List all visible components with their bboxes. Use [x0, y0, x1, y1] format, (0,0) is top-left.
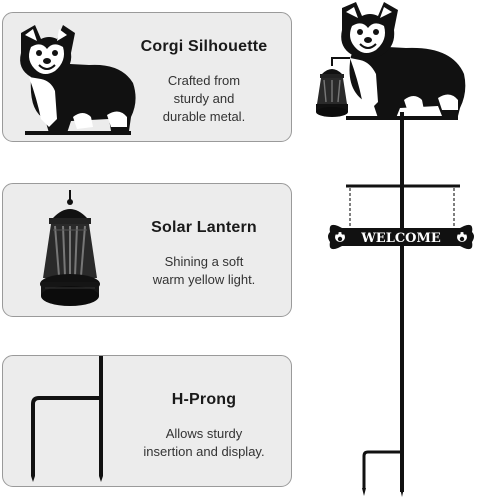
description-line: sturdy and — [173, 91, 235, 106]
description-line: Shining a soft — [164, 254, 244, 269]
h-prong-icon — [25, 356, 115, 482]
feature-title: H-Prong — [171, 391, 237, 408]
product-illustration: WELCOME — [310, 0, 477, 500]
feature-card-prong: H-Prong Allows sturdy insertion and disp… — [2, 355, 292, 487]
description-line: insertion and display. — [143, 444, 265, 459]
description-line: warm yellow light. — [152, 272, 256, 287]
hanging-lantern — [316, 69, 348, 117]
feature-description: Shining a soft warm yellow light. — [123, 253, 285, 289]
feature-text: H-Prong Allows sturdy insertion and disp… — [123, 391, 285, 461]
feature-title: Solar Lantern — [151, 219, 257, 236]
feature-description: Allows sturdy insertion and display. — [123, 425, 285, 461]
feature-text: Solar Lantern Shining a soft warm yellow… — [123, 219, 285, 289]
feature-description: Crafted from sturdy and durable metal. — [123, 72, 285, 126]
description-line: durable metal. — [162, 109, 246, 124]
feature-card-lantern: Solar Lantern Shining a soft warm yellow… — [2, 183, 292, 317]
welcome-text: WELCOME — [360, 231, 441, 246]
corgi-topper — [331, 2, 466, 120]
feature-text: Corgi Silhouette Crafted from sturdy and… — [123, 38, 285, 126]
corgi-silhouette-icon — [11, 19, 139, 137]
description-line: Crafted from — [167, 73, 241, 88]
solar-lantern-icon — [35, 190, 105, 312]
feature-card-corgi: Corgi Silhouette Crafted from sturdy and… — [2, 12, 292, 142]
feature-title: Corgi Silhouette — [140, 38, 268, 55]
welcome-sign: WELCOME — [328, 224, 474, 250]
description-line: Allows sturdy — [165, 426, 243, 441]
